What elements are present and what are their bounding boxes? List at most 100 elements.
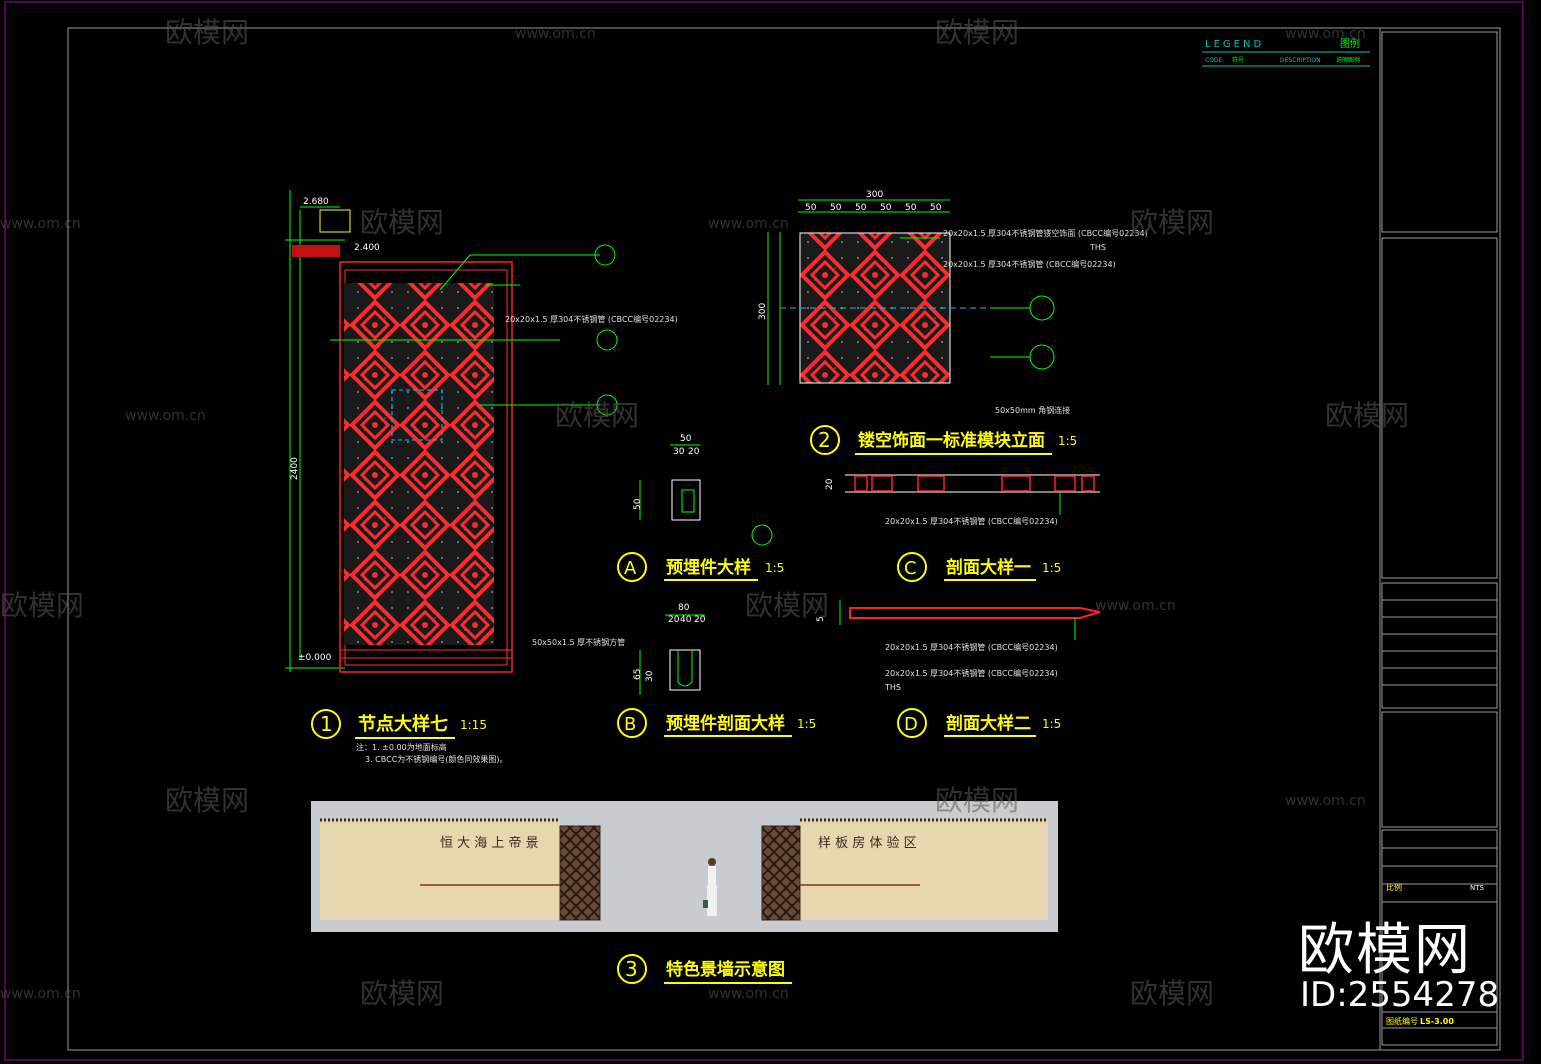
detail-b-title: 预埋件剖面大样 bbox=[666, 713, 785, 734]
elev-base: ±0.000 bbox=[298, 653, 332, 663]
watermark-url-4: www.om.cn bbox=[0, 216, 81, 232]
footnote-1: 注：1. ±0.00为地面标高 bbox=[356, 742, 447, 752]
dim-a20-1: 20 bbox=[688, 447, 700, 457]
lattice-post-left bbox=[559, 825, 601, 921]
drawing-no: LS-3.00 bbox=[1420, 1017, 1454, 1026]
module-div-3: 50 bbox=[855, 203, 867, 213]
lattice-panel bbox=[344, 283, 494, 645]
note-ths-2: THS bbox=[884, 683, 901, 692]
legend: LEGEND 图例 CODE 符号 DESCRIPTION 说明图例 bbox=[1202, 37, 1370, 67]
watermark-url-2: www.om.cn bbox=[1285, 26, 1366, 42]
watermark-brand-7: 欧模网 bbox=[0, 589, 84, 622]
legend-title-cn: 图例 bbox=[1340, 37, 1360, 50]
watermark-url-9: www.om.cn bbox=[708, 986, 789, 1002]
note-tube-b-3: 20x20x1.5 厚304不锈钢管 (CBCC编号02234) bbox=[885, 516, 1058, 526]
watermark-brand-10: 欧模网 bbox=[935, 784, 1019, 817]
detail-1-num: 1 bbox=[320, 712, 333, 736]
watermark-brand-6: 欧模网 bbox=[1325, 399, 1409, 432]
watermark-brand-12: 欧模网 bbox=[1130, 977, 1214, 1010]
dim-a50-v: 50 bbox=[633, 498, 643, 510]
watermark-brand-11: 欧模网 bbox=[360, 977, 444, 1010]
dim-b20: 20 bbox=[668, 615, 680, 625]
lattice-post-right bbox=[761, 825, 801, 921]
title-block bbox=[1381, 31, 1498, 1046]
watermark-url-5: www.om.cn bbox=[125, 408, 206, 424]
watermark-layer: 欧模网 www.om.cn 欧模网 www.om.cn 欧模网 欧模网 www.… bbox=[0, 16, 1409, 1010]
wall-left bbox=[320, 820, 560, 920]
detail-b-num: B bbox=[624, 714, 636, 735]
legend-description-cn: 说明图例 bbox=[1336, 56, 1360, 64]
detail-a-title: 预埋件大样 bbox=[666, 557, 751, 578]
watermark-brand-large: 欧模网 bbox=[1298, 918, 1472, 983]
wall-right bbox=[800, 820, 1048, 920]
detail-1-elevation: 2400 2.680 2.400 ±0.000 50x50x1.5 厚不锈钢方管… bbox=[285, 190, 678, 673]
detail-1-scale: 1:15 bbox=[460, 718, 487, 732]
legend-code: CODE bbox=[1205, 57, 1223, 64]
elev-top1: 2.680 bbox=[303, 197, 329, 207]
note-tube-b-4: 20x20x1.5 厚304不锈钢管 (CBCC编号02234) bbox=[885, 642, 1058, 652]
drawing-no-label: 图纸编号 bbox=[1386, 1016, 1418, 1026]
watermark-brand-8: 欧模网 bbox=[745, 589, 829, 622]
detail-d-scale: 1:5 bbox=[1042, 717, 1061, 731]
detail-b-embed-section: 80 20 40 20 65 30 bbox=[633, 603, 706, 695]
watermark-brand-4: 欧模网 bbox=[1130, 206, 1214, 239]
watermark-url-1: www.om.cn bbox=[515, 26, 596, 42]
dim-b65: 65 bbox=[633, 669, 643, 680]
detail-2-num: 2 bbox=[818, 428, 831, 452]
dim-b40: 40 bbox=[680, 615, 692, 625]
dim-b30: 30 bbox=[645, 670, 655, 682]
detail-2-scale: 1:5 bbox=[1058, 434, 1077, 448]
watermark-brand-5: 欧模网 bbox=[555, 399, 639, 432]
watermark-id: ID:2554278 bbox=[1300, 975, 1500, 1015]
note-fixing: 50x50mm 角钢连接 bbox=[995, 405, 1070, 415]
person-figure bbox=[703, 858, 717, 916]
height-dim: 2400 bbox=[290, 457, 300, 480]
dim-a30-1: 30 bbox=[673, 447, 685, 457]
detail-a-scale: 1:5 bbox=[765, 561, 784, 575]
module-height: 300 bbox=[758, 303, 768, 320]
wall-text-right: 样 板 房 体 验 区 bbox=[818, 835, 917, 851]
detail-b-scale: 1:5 bbox=[797, 717, 816, 731]
footnote-2: 3. CBCC为不锈钢编号(颜色同效果图)。 bbox=[365, 754, 508, 764]
sheet-border-outer bbox=[4, 1, 1524, 1061]
dim-c20: 20 bbox=[825, 478, 835, 490]
note-tube-c: 50x50x1.5 厚不锈钢方管 bbox=[532, 637, 625, 647]
legend-description: DESCRIPTION bbox=[1280, 57, 1321, 64]
module-div-1: 50 bbox=[805, 203, 817, 213]
dim-b80: 80 bbox=[678, 603, 690, 613]
module-div-2: 50 bbox=[830, 203, 842, 213]
scale-label: 比例 bbox=[1386, 882, 1402, 892]
sheet-border-inner bbox=[67, 27, 1501, 1051]
dim-d5: 5 bbox=[816, 616, 826, 622]
note-tube-b-5: 20x20x1.5 厚304不锈钢管 (CBCC编号02234) bbox=[885, 668, 1058, 678]
watermark-brand-9: 欧模网 bbox=[165, 784, 249, 817]
note-tube-b-1: 20x20x1.5 厚304不锈钢管 (CBCC编号02234) bbox=[505, 314, 678, 324]
elev-top2: 2.400 bbox=[354, 243, 380, 253]
watermark-url-3: www.om.cn bbox=[708, 216, 789, 232]
detail-2-module: 300 50 50 50 50 50 50 300 20x20x1.5 厚304… bbox=[758, 190, 1148, 415]
detail-3-num: 3 bbox=[625, 957, 638, 981]
watermark-brand-3: 欧模网 bbox=[360, 206, 444, 239]
module-div-4: 50 bbox=[880, 203, 892, 213]
detail-a-num: A bbox=[624, 558, 637, 579]
wall-text-left: 恒 大 海 上 帝 景 bbox=[440, 835, 539, 851]
module-div-5: 50 bbox=[905, 203, 917, 213]
detail-1-title: 节点大样七 bbox=[358, 713, 448, 735]
detail-d-num: D bbox=[904, 714, 918, 735]
dim-a50: 50 bbox=[680, 434, 692, 444]
detail-c-section: 20 20x20x1.5 厚304不锈钢管 (CBCC编号02234) bbox=[825, 474, 1100, 526]
module-width: 300 bbox=[866, 190, 883, 200]
legend-code-cn: 符号 bbox=[1232, 56, 1244, 64]
note-tube-a: 20x20x1.5 厚304不锈钢管镂空饰面 (CBCC编号02234) bbox=[943, 228, 1148, 238]
scale-value: NTS bbox=[1470, 884, 1485, 892]
dim-b20-2: 20 bbox=[694, 615, 706, 625]
note-tube-b-2: 20x20x1.5 厚304不锈钢管 (CBCC编号02234) bbox=[943, 259, 1116, 269]
watermark-brand-1: 欧模网 bbox=[165, 16, 249, 49]
watermark-brand-2: 欧模网 bbox=[935, 16, 1019, 49]
detail-c-scale: 1:5 bbox=[1042, 561, 1061, 575]
detail-c-title: 剖面大样一 bbox=[946, 557, 1031, 578]
watermark-url-6: www.om.cn bbox=[1095, 598, 1176, 614]
detail-d-section: 5 20x20x1.5 厚304不锈钢管 (CBCC编号02234) 20x20… bbox=[816, 600, 1101, 692]
watermark-url-8: www.om.cn bbox=[0, 986, 81, 1002]
